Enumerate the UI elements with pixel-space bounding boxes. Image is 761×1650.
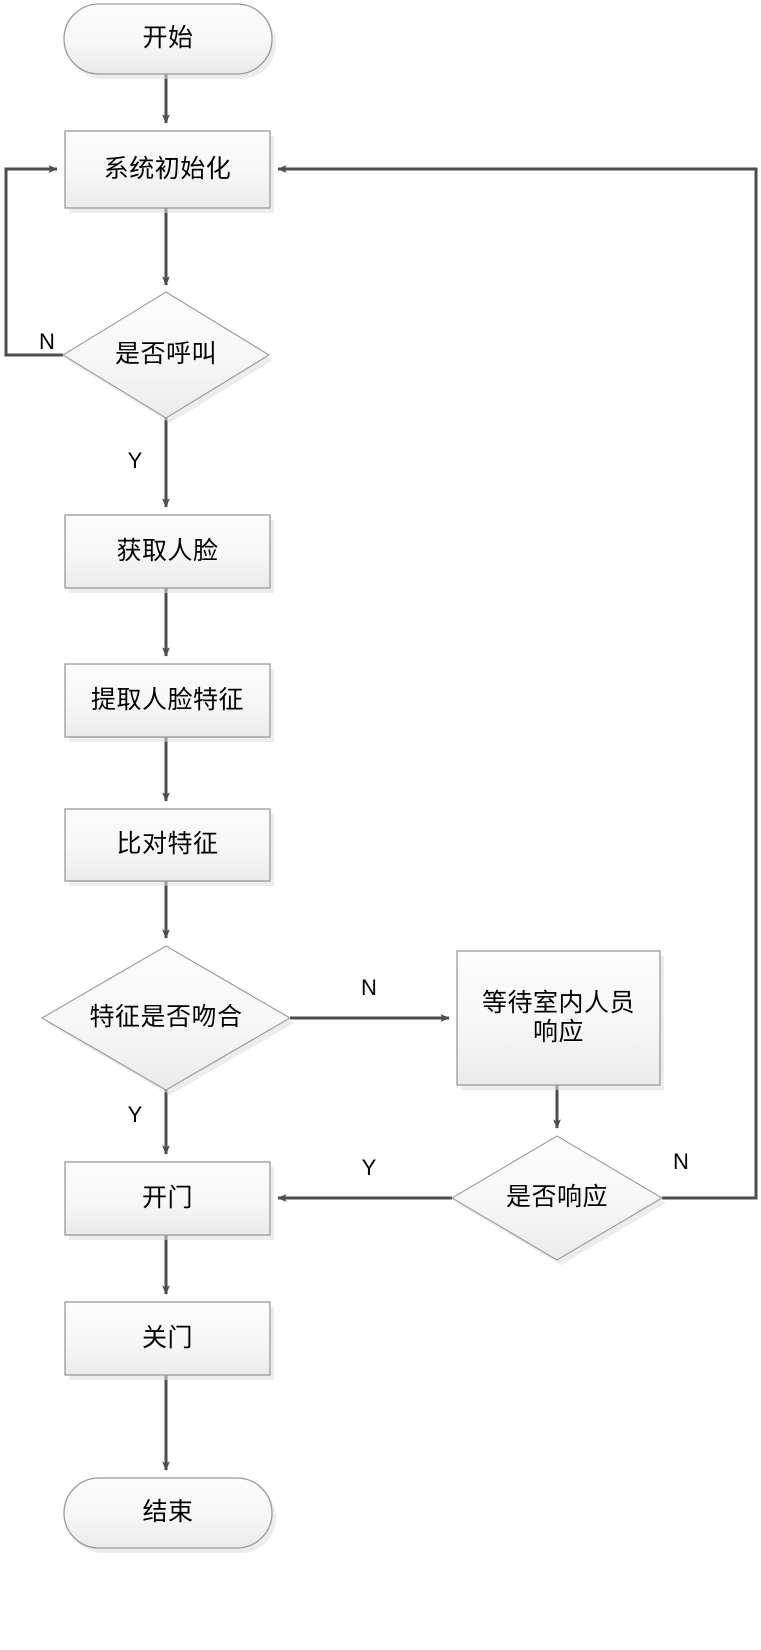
- edge-layer: [4, 74, 758, 1471]
- edge-is-call-no-to-init: [4, 165, 63, 357]
- node-shape-extract-feature[interactable]: [64, 663, 274, 742]
- node-shape-get-face[interactable]: [64, 514, 274, 593]
- node-shape-feature-match[interactable]: [40, 945, 294, 1095]
- node-shape-compare-feature[interactable]: [64, 808, 274, 886]
- node-shape-close-door[interactable]: [64, 1301, 274, 1380]
- node-shape-end[interactable]: [63, 1477, 276, 1553]
- node-shape-is-response[interactable]: [450, 1135, 666, 1265]
- node-shape-is-call[interactable]: [61, 291, 273, 423]
- node-shape-open-door[interactable]: [64, 1161, 274, 1240]
- node-shape-start[interactable]: [63, 3, 276, 79]
- node-shape-wait-indoor[interactable]: [456, 950, 664, 1090]
- node-shape-layer: [40, 3, 666, 1553]
- node-shape-init[interactable]: [64, 130, 274, 213]
- edge-response-no-to-init: [277, 165, 758, 1200]
